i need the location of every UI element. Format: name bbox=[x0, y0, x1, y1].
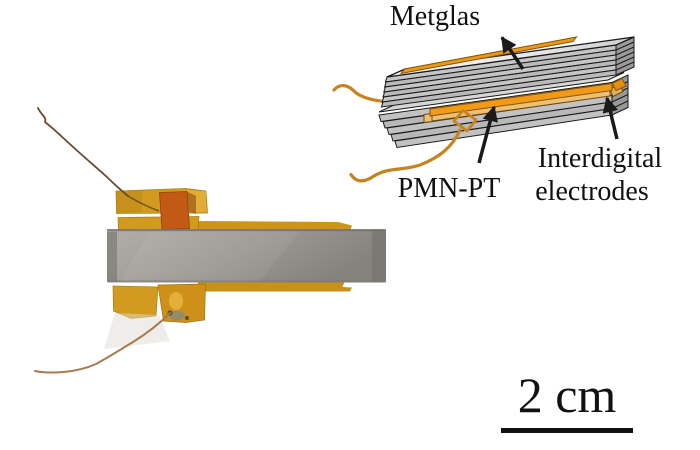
wire-bond-loop bbox=[452, 109, 478, 133]
metglas-label: Metglas bbox=[390, 1, 480, 32]
metglas-bar-photo bbox=[107, 229, 386, 283]
kapton-dark-orange-fold bbox=[187, 191, 196, 214]
metglas-arrow bbox=[500, 36, 525, 70]
solder-dot bbox=[185, 316, 189, 320]
kapton-film-strip-top bbox=[198, 221, 352, 231]
kapton-dark-orange-piece bbox=[159, 191, 190, 230]
solder-blob bbox=[169, 310, 185, 321]
interdigital-electrode-strip bbox=[429, 77, 627, 117]
schematic-wire-left bbox=[332, 84, 390, 104]
schematic-wire-bottom bbox=[349, 128, 462, 183]
interdigital-electrodes-label-line2: electrodes bbox=[535, 176, 649, 207]
scale-bar-label: 2 cm bbox=[518, 367, 617, 423]
copper-wire-top bbox=[37, 107, 129, 197]
device-photo bbox=[34, 107, 386, 374]
metglas-upper-stack bbox=[380, 36, 635, 108]
device-schematic bbox=[332, 36, 635, 183]
interdigital-arrow bbox=[602, 96, 619, 140]
copper-wire-bottom bbox=[34, 312, 171, 374]
kapton-film-strip-bottom bbox=[198, 280, 352, 292]
pmn-pt-arrow bbox=[477, 105, 498, 164]
interdigital-electrodes-label-line1: Interdigital bbox=[538, 143, 663, 174]
scale-bar-line bbox=[501, 428, 633, 433]
translucent-film bbox=[104, 313, 170, 349]
copper-wire-top-on-tape bbox=[127, 195, 160, 212]
scale-bar: 2 cm bbox=[501, 367, 633, 433]
pmn-pt-label: PMN-PT bbox=[398, 173, 501, 204]
